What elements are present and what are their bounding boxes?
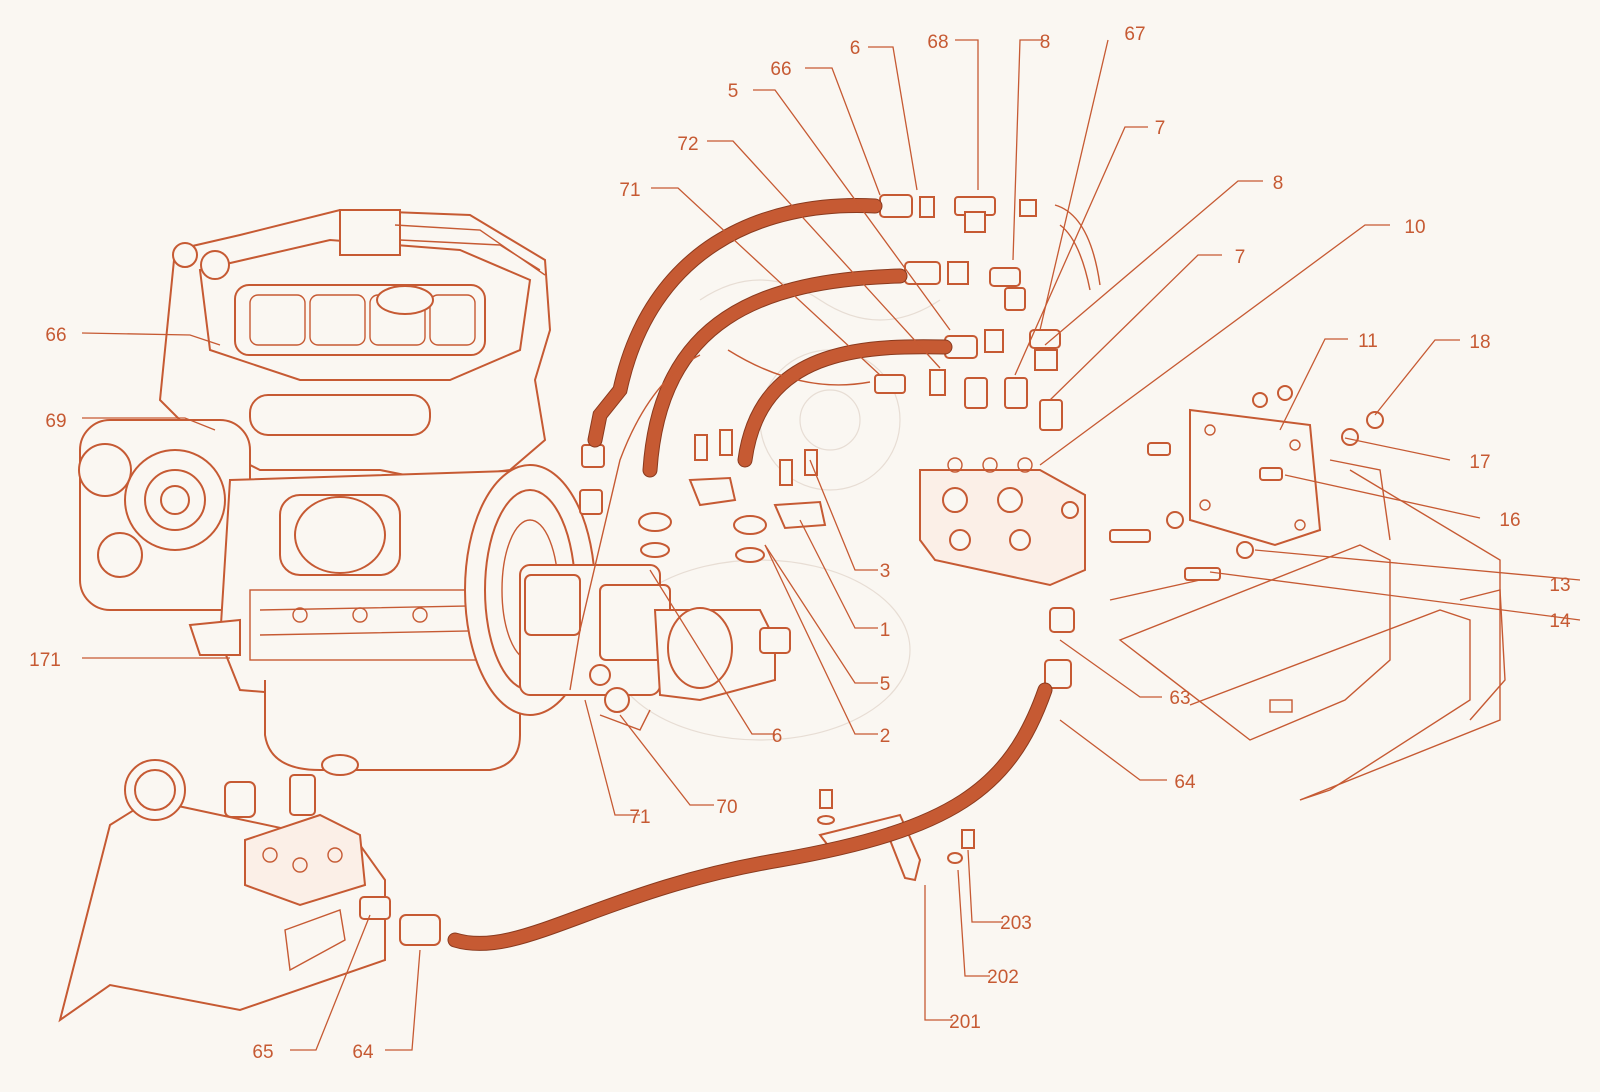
callout-67: 67 [1124, 24, 1145, 45]
callout-71-top: 71 [619, 180, 640, 201]
callout-5-low: 5 [880, 674, 891, 695]
callout-7-top: 7 [1155, 118, 1166, 139]
callout-2: 2 [880, 726, 891, 747]
callout-3: 3 [880, 561, 891, 582]
callout-71-low: 71 [629, 807, 650, 828]
callout-64-bottom: 64 [352, 1042, 374, 1063]
callout-13: 13 [1549, 575, 1570, 596]
callout-72: 72 [677, 134, 698, 155]
callout-1: 1 [880, 620, 891, 641]
callout-10: 10 [1404, 217, 1425, 238]
callout-17: 17 [1469, 452, 1490, 473]
callout-63: 63 [1169, 688, 1190, 709]
callout-64-right: 64 [1174, 772, 1196, 793]
callout-68: 68 [927, 32, 948, 53]
callout-14: 14 [1549, 611, 1571, 632]
callout-66-top: 66 [770, 59, 791, 80]
callout-8-top: 8 [1040, 32, 1051, 53]
hydraulic-tank [58, 759, 441, 1023]
callout-18: 18 [1469, 332, 1490, 353]
callout-171: 171 [29, 650, 61, 671]
callout-65: 65 [252, 1042, 273, 1063]
callout-8-mid: 8 [1273, 173, 1284, 194]
callout-6-top: 6 [850, 38, 861, 59]
callout-66-left: 66 [45, 325, 66, 346]
mounting-plate [1189, 408, 1322, 547]
callout-201: 201 [949, 1012, 981, 1033]
callout-7-mid: 7 [1235, 247, 1246, 268]
callout-203: 203 [1000, 913, 1032, 934]
engine-assembly [78, 208, 596, 776]
callout-labels: 6 68 8 67 66 5 72 71 7 8 10 7 11 18 17 1… [29, 24, 1571, 1063]
callout-6-low: 6 [772, 726, 783, 747]
callout-202: 202 [987, 967, 1019, 988]
callout-11: 11 [1358, 331, 1378, 352]
callout-69: 69 [45, 411, 66, 432]
fittings [579, 194, 1384, 882]
chassis-frame [1109, 459, 1506, 801]
callout-5-top: 5 [728, 81, 739, 102]
leader-lines [81, 39, 1581, 1051]
valve-manifold [919, 457, 1086, 587]
hydraulic-pump [519, 564, 791, 731]
hoses [447, 198, 1101, 951]
callout-70: 70 [716, 797, 737, 818]
callout-16: 16 [1499, 510, 1520, 531]
